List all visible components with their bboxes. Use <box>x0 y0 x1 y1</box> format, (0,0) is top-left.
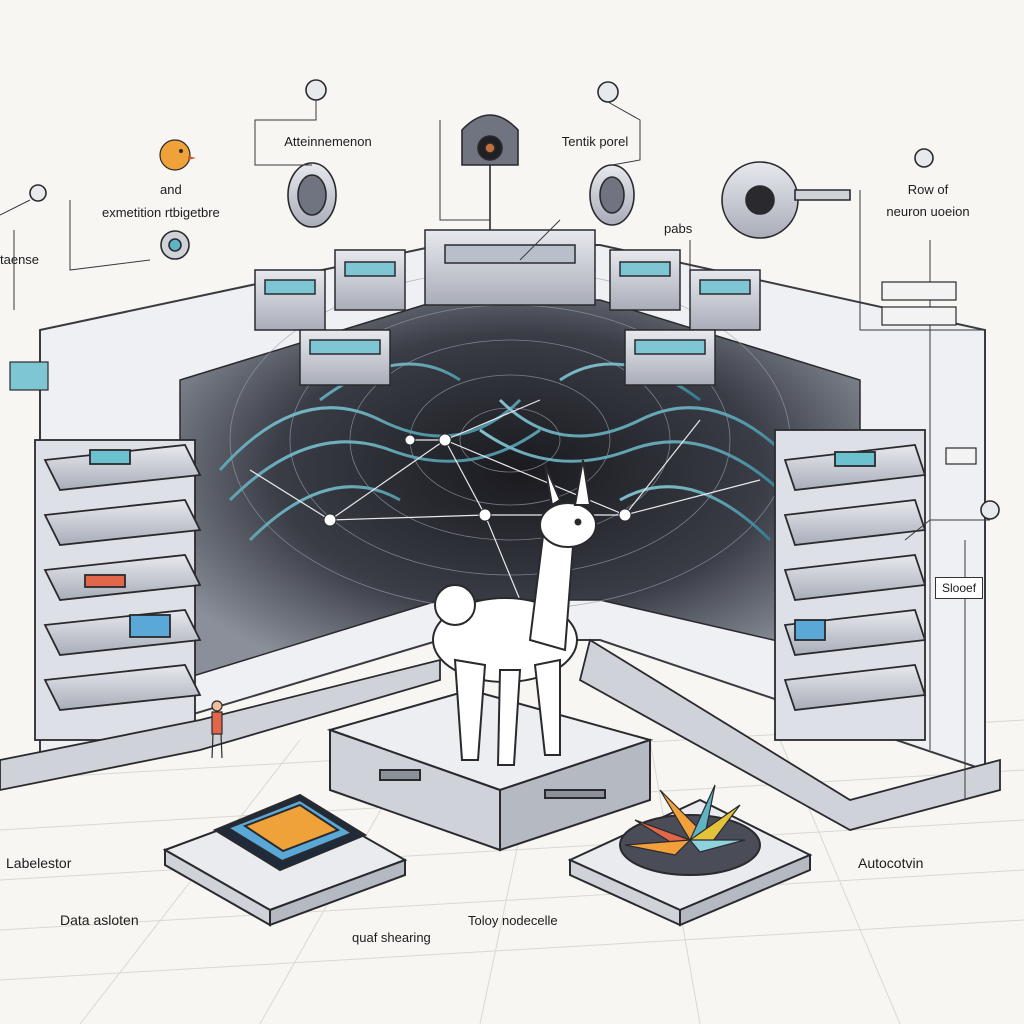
top-server-row <box>254 229 761 386</box>
right-server-rack <box>578 429 1001 831</box>
chick-icon <box>159 139 196 171</box>
label-row-of: Row of <box>907 182 949 197</box>
label-autoconvin: Autocotvin <box>858 855 924 871</box>
label-labelestor: Labelestor <box>6 855 72 871</box>
label-tensor-left: taense <box>0 252 40 267</box>
side-panels <box>9 281 977 465</box>
label-neuron: neuron uoeion <box>886 204 970 219</box>
label-quaf-shearing: quaf shearing <box>352 930 431 945</box>
label-toloy-nodecelle: Toloy nodecelle <box>468 913 558 928</box>
hanging-lamps <box>29 79 1000 520</box>
gpu-chip <box>162 793 408 927</box>
label-architecture: exmetition rtbigetbre <box>102 205 220 220</box>
label-slooef: Slooef <box>935 577 984 600</box>
label-attention: Atteinnemenon <box>284 134 372 149</box>
label-data: Data asloten <box>60 912 139 928</box>
flower-sculpture <box>567 784 813 927</box>
center-pedestal <box>326 688 654 852</box>
llama-icon <box>432 459 597 766</box>
label-and: and <box>160 182 182 197</box>
worker-figure <box>211 700 223 759</box>
left-server-rack <box>0 439 441 791</box>
label-pabs: pabs <box>664 221 693 236</box>
neural-network <box>249 399 761 601</box>
label-tensor-pool: Tentik porel <box>561 134 629 149</box>
